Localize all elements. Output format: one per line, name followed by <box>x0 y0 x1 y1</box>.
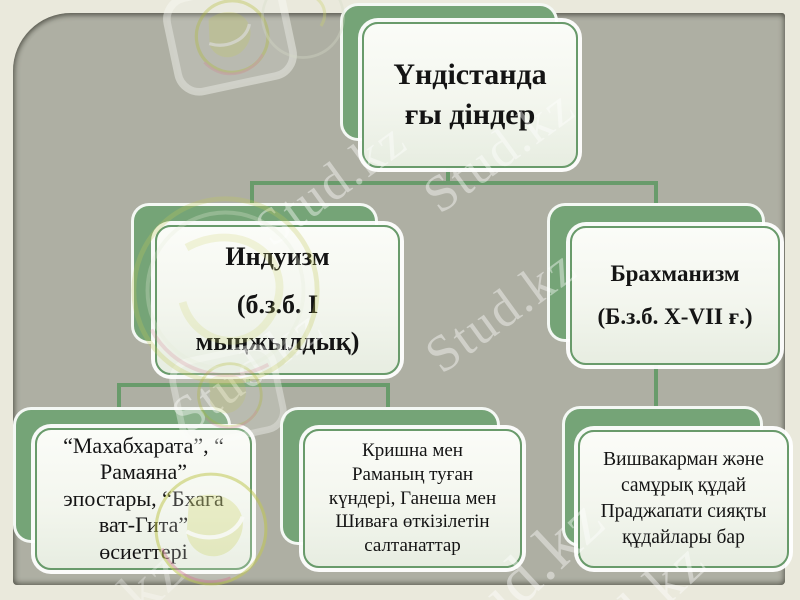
node-hinduism-line: мыңжылдық) <box>195 326 360 356</box>
connector-level2-horizontal <box>250 181 658 185</box>
node-festivals-line: салтанаттар <box>364 535 461 557</box>
node-gods: Вишвакарман және самұрық құдай Праджапат… <box>578 430 789 568</box>
connector-to-brahmanism <box>654 183 658 209</box>
node-festivals-line: Шиваға өткізілетін <box>335 511 490 533</box>
node-root-line: ғы діндер <box>404 98 536 131</box>
connector-hinduism-stub <box>246 372 250 385</box>
node-gods-line: құдайлары бар <box>622 526 745 548</box>
connector-to-festivals <box>386 385 390 411</box>
node-brahmanism: Брахманизм (Б.з.б. X-VII ғ.) <box>570 226 780 365</box>
node-epics-line: өсиеттері <box>99 538 188 564</box>
node-hinduism-line: (б.з.б. І <box>236 290 319 320</box>
node-epics: “Махабхарата”, “ Рамаяна” эпостары, “Бха… <box>35 428 252 570</box>
node-epics-line: Рамаяна” <box>100 459 187 485</box>
node-epics-line: ват-Гита” <box>98 512 189 538</box>
node-gods-line: самұрық құдай <box>620 475 747 497</box>
connector-to-epics <box>117 385 121 411</box>
node-epics-line: “Махабхарата”, “ <box>63 433 224 459</box>
connector-root-stub <box>446 164 450 183</box>
connector-to-hinduism <box>250 183 254 209</box>
node-festivals-line: Раманың туған <box>351 463 474 485</box>
node-festivals-line: Кришна мен <box>362 440 463 462</box>
node-gods-line: Вишвакарман және <box>603 449 764 471</box>
connector-to-gods <box>654 363 658 410</box>
node-brahmanism-line: (Б.з.б. X-VII ғ.) <box>597 304 753 329</box>
node-root: Үндістанда ғы діндер <box>362 22 578 168</box>
node-festivals-line: күндері, Ганеша мен <box>328 487 497 509</box>
node-gods-line: Праджапати сияқты <box>600 501 767 522</box>
node-festivals: Кришна мен Раманың туған күндері, Ганеша… <box>303 429 522 568</box>
node-brahmanism-line: Брахманизм <box>610 260 740 286</box>
node-hinduism: Индуизм (б.з.б. І мыңжылдық) <box>155 225 400 375</box>
node-epics-line: эпостары, “Бхага <box>63 485 224 511</box>
connector-level3-horizontal <box>117 383 390 387</box>
node-root-line: Үндістанда <box>393 58 547 92</box>
node-hinduism-line: Индуизм <box>225 242 330 272</box>
